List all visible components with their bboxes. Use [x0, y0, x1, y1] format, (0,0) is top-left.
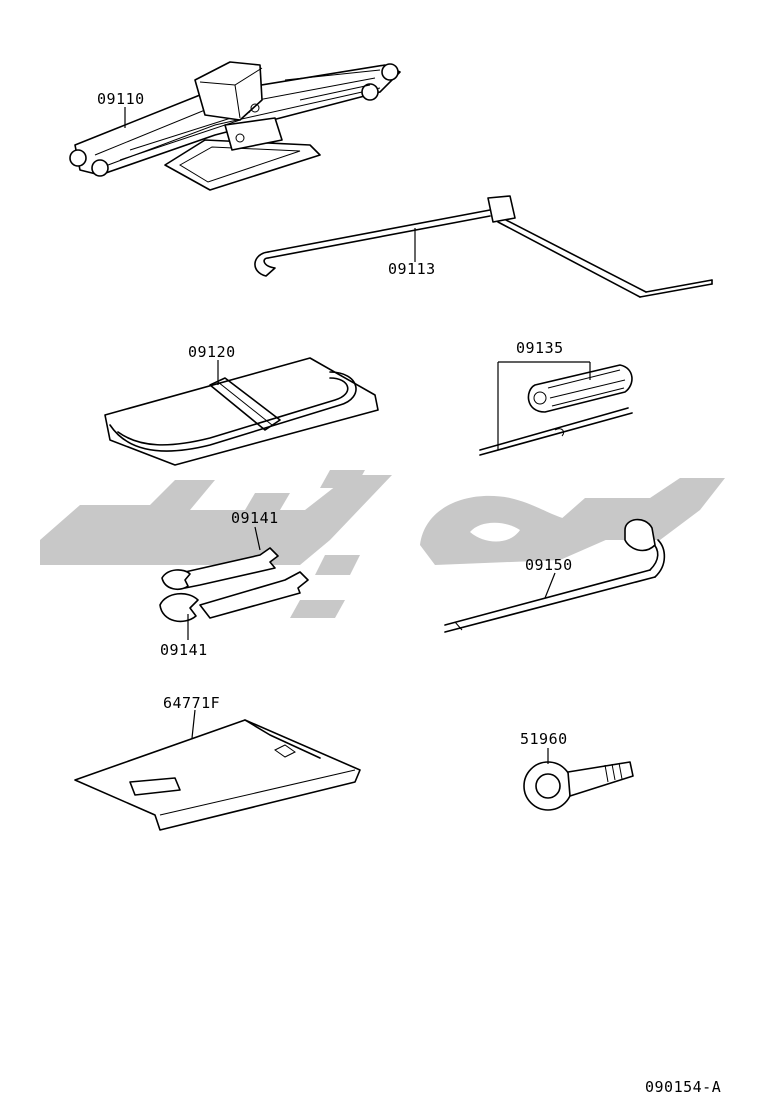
callout-wheel-wrench: 09150: [525, 556, 573, 574]
callout-tool-pouch: 64771F: [163, 694, 221, 712]
wrenches-drawing: [159, 547, 309, 623]
tool-bag-drawing: [104, 357, 379, 466]
scissor-jack-drawing: [69, 61, 401, 191]
watermark-logo: [40, 470, 725, 618]
towing-eye-drawing: [523, 761, 634, 811]
callout-jack-handle: 09113: [388, 260, 436, 278]
callout-screwdriver: 09135: [516, 339, 564, 357]
wheel-wrench-drawing: [444, 518, 666, 633]
callout-wrench-lower: 09141: [160, 641, 208, 659]
tool-pouch-drawing: [74, 719, 361, 831]
callout-wrench-upper: 09141: [231, 509, 279, 527]
leader-lines: [124, 107, 591, 764]
callout-towing-eye: 51960: [520, 730, 568, 748]
reference-code: 090154-A: [645, 1078, 722, 1096]
jack-handle-drawing: [254, 195, 713, 298]
callout-jack: 09110: [97, 90, 145, 108]
screwdriver-drawing: [479, 364, 633, 456]
callout-tool-bag: 09120: [188, 343, 236, 361]
